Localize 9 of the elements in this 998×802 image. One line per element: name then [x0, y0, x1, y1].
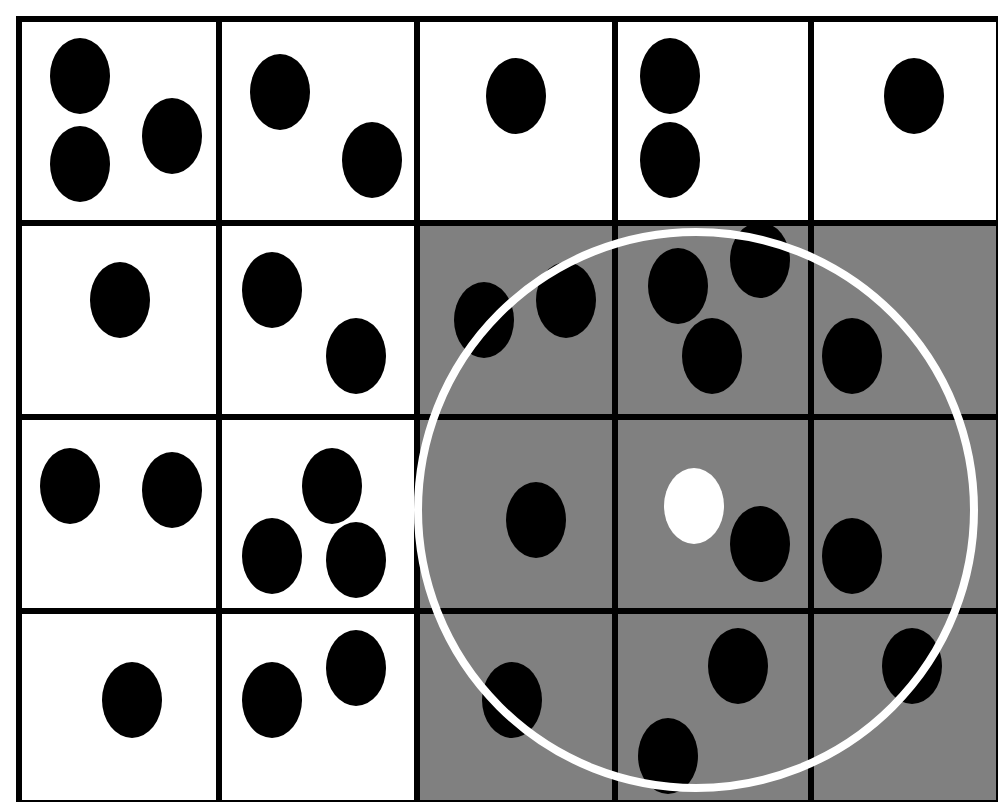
shaded-cell [808, 608, 998, 802]
grid-cell [16, 16, 222, 226]
shaded-cell [808, 220, 998, 420]
shaded-cell [414, 608, 618, 802]
grid-cell [808, 16, 998, 226]
shaded-cell [808, 414, 998, 614]
circle-outline [414, 228, 978, 792]
shaded-cell [612, 608, 814, 802]
grid-cell [16, 608, 222, 802]
